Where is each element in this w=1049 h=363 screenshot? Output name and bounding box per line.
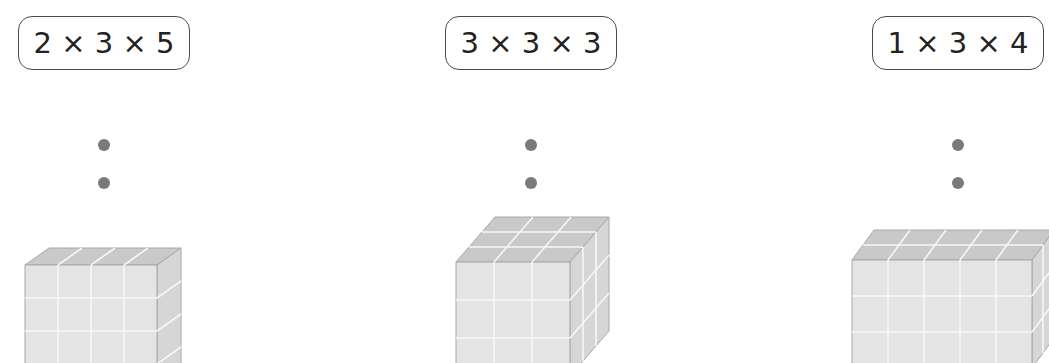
side-face bbox=[157, 248, 181, 363]
cube-edge bbox=[25, 330, 157, 332]
cube-edge bbox=[532, 217, 571, 262]
cube-edge bbox=[1032, 266, 1049, 296]
cube-edge bbox=[863, 244, 1043, 246]
dimension-label: 3 × 3 × 3 bbox=[461, 26, 602, 61]
match-dots bbox=[98, 139, 964, 189]
cube-edge bbox=[531, 262, 533, 363]
cube-edge bbox=[456, 299, 570, 301]
label-box: 2 × 3 × 5 bbox=[18, 16, 191, 70]
top-face bbox=[25, 248, 181, 265]
cube-edge bbox=[469, 246, 583, 248]
cube-edge bbox=[124, 248, 148, 265]
front-face bbox=[456, 262, 570, 363]
dimension-label: 2 × 3 × 5 bbox=[34, 26, 175, 61]
cube-edge bbox=[1032, 302, 1049, 332]
cube-edge bbox=[482, 231, 596, 233]
cube-edge bbox=[58, 248, 82, 265]
cube-edge bbox=[157, 314, 181, 331]
cube-edge bbox=[582, 247, 584, 361]
cube-edge bbox=[959, 260, 961, 363]
dimension-label: 1 × 3 × 4 bbox=[888, 26, 1029, 61]
cube-edge bbox=[852, 331, 1032, 333]
match-dot bbox=[952, 139, 964, 151]
cube-edge bbox=[91, 248, 115, 265]
cube-edge bbox=[157, 347, 181, 363]
cube-edge bbox=[494, 217, 533, 262]
cube-edge bbox=[852, 295, 1032, 297]
top-face bbox=[852, 230, 1049, 260]
label-box: 3 × 3 × 3 bbox=[445, 16, 618, 70]
match-dot bbox=[98, 139, 110, 151]
cube-edge bbox=[570, 255, 609, 300]
front-face bbox=[25, 265, 157, 363]
cube-stack bbox=[852, 230, 1049, 363]
cube-edge bbox=[995, 260, 997, 363]
cube-edge bbox=[25, 297, 157, 299]
cube-stack bbox=[456, 217, 609, 363]
side-face bbox=[570, 217, 609, 363]
match-dot bbox=[525, 139, 537, 151]
cube-edge bbox=[595, 232, 597, 346]
cube-edge bbox=[57, 265, 59, 363]
cube-edge bbox=[923, 260, 925, 363]
match-dot bbox=[98, 177, 110, 189]
cube-edge bbox=[456, 337, 570, 339]
side-face bbox=[1032, 230, 1049, 363]
match-dot bbox=[952, 177, 964, 189]
label-box: 1 × 3 × 4 bbox=[872, 16, 1045, 70]
cube-edge bbox=[887, 260, 889, 363]
cube-stack bbox=[25, 248, 181, 363]
cube-edge bbox=[493, 262, 495, 363]
cube-stacks bbox=[25, 217, 1049, 363]
cube-edge bbox=[570, 293, 609, 338]
front-face bbox=[852, 260, 1032, 363]
cube-edge bbox=[90, 265, 92, 363]
cube-edge bbox=[123, 265, 125, 363]
cube-edge bbox=[157, 281, 181, 298]
cube-edge bbox=[1042, 245, 1044, 353]
match-dot bbox=[525, 177, 537, 189]
